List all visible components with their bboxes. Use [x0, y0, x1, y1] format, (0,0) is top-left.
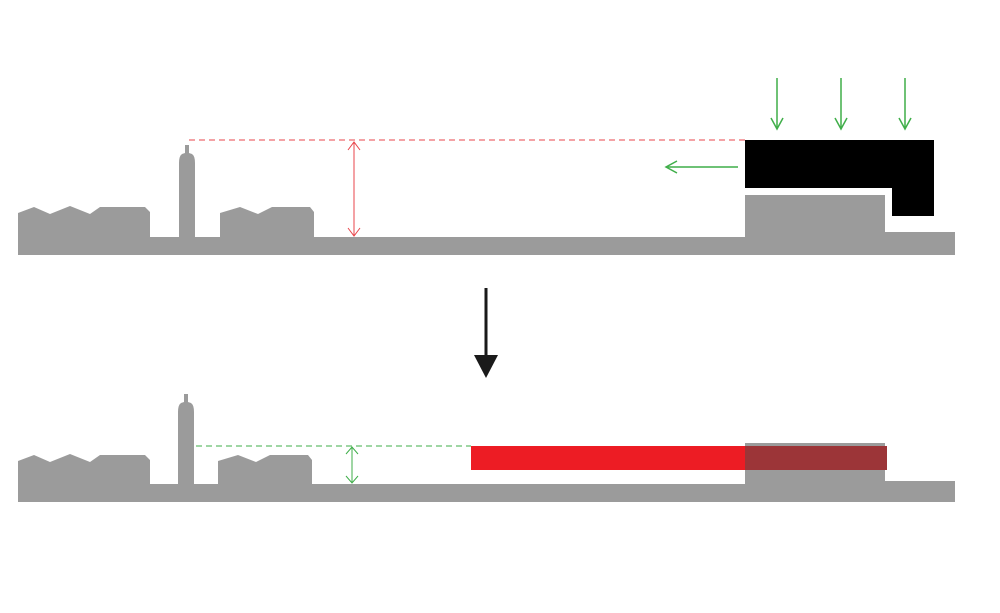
- transition-arrow-head: [474, 355, 498, 378]
- height-dimension-before: [347, 141, 361, 237]
- arrow-down-icon: [898, 78, 912, 131]
- dimension-arrow-head-top: [347, 141, 361, 151]
- existing-building-volume: [745, 140, 934, 216]
- section-before: [18, 78, 955, 255]
- skyline-after: [18, 394, 955, 502]
- height-dimension-after: [345, 446, 359, 484]
- pressure-arrows: [770, 78, 912, 131]
- transition-arrow: [474, 288, 498, 378]
- overlap-volume: [745, 446, 887, 470]
- arrow-left-icon: [664, 160, 738, 174]
- section-after: [18, 394, 955, 502]
- arrow-down-icon: [770, 78, 784, 131]
- skyline-before: [18, 145, 955, 255]
- dimension-arrow-head-bottom: [345, 475, 359, 484]
- dimension-arrow-head-top: [345, 446, 359, 455]
- arrow-down-icon: [834, 78, 848, 131]
- dimension-arrow-head-bottom: [347, 227, 361, 237]
